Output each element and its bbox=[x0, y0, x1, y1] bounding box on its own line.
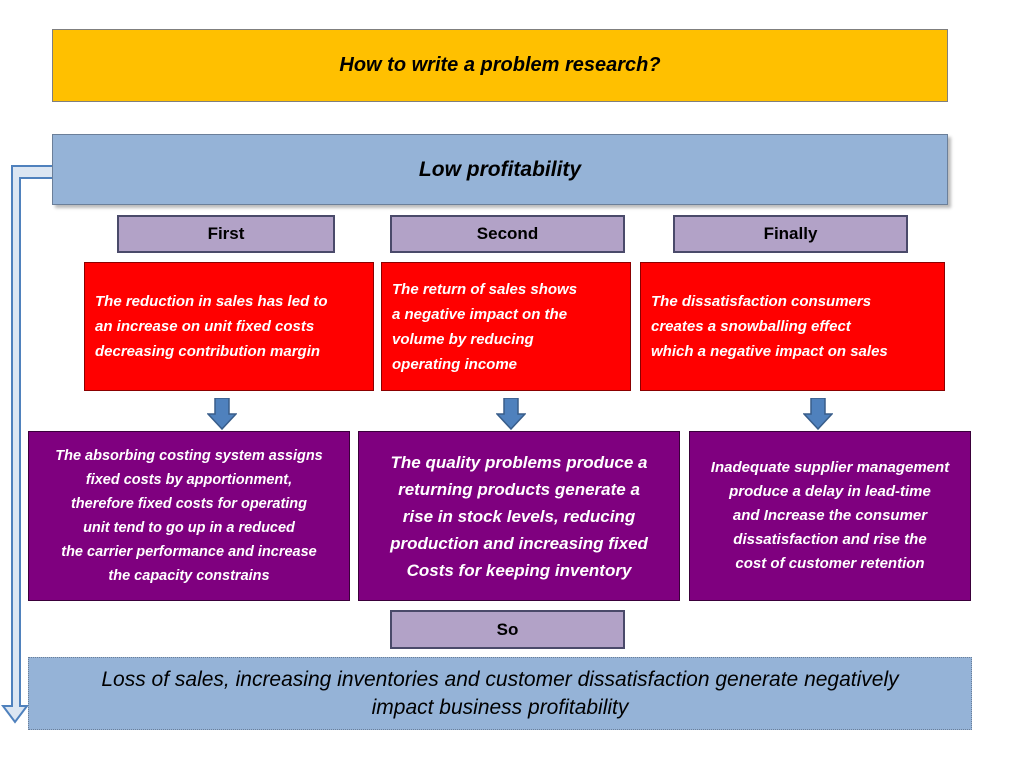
down-arrow-icon bbox=[496, 398, 526, 430]
effect-box-second: The quality problems produce a returning… bbox=[358, 431, 680, 601]
so-label-box: So bbox=[390, 610, 625, 649]
conclusion-box: Loss of sales, increasing inventories an… bbox=[28, 657, 972, 730]
diagram-title: How to write a problem research? bbox=[52, 29, 948, 102]
down-arrow-icon bbox=[207, 398, 237, 430]
cause-box-finally: The dissatisfaction consumers creates a … bbox=[640, 262, 945, 391]
step-second: Second bbox=[390, 215, 625, 253]
effect-box-finally: Inadequate supplier management produce a… bbox=[689, 431, 971, 601]
effect-box-first: The absorbing costing system assigns fix… bbox=[28, 431, 350, 601]
left-connector-arrow bbox=[1, 165, 52, 724]
problem-header: Low profitability bbox=[52, 134, 948, 205]
cause-box-first: The reduction in sales has led to an inc… bbox=[84, 262, 374, 391]
cause-box-second: The return of sales shows a negative imp… bbox=[381, 262, 631, 391]
step-finally: Finally bbox=[673, 215, 908, 253]
down-arrow-icon bbox=[803, 398, 833, 430]
step-first: First bbox=[117, 215, 335, 253]
